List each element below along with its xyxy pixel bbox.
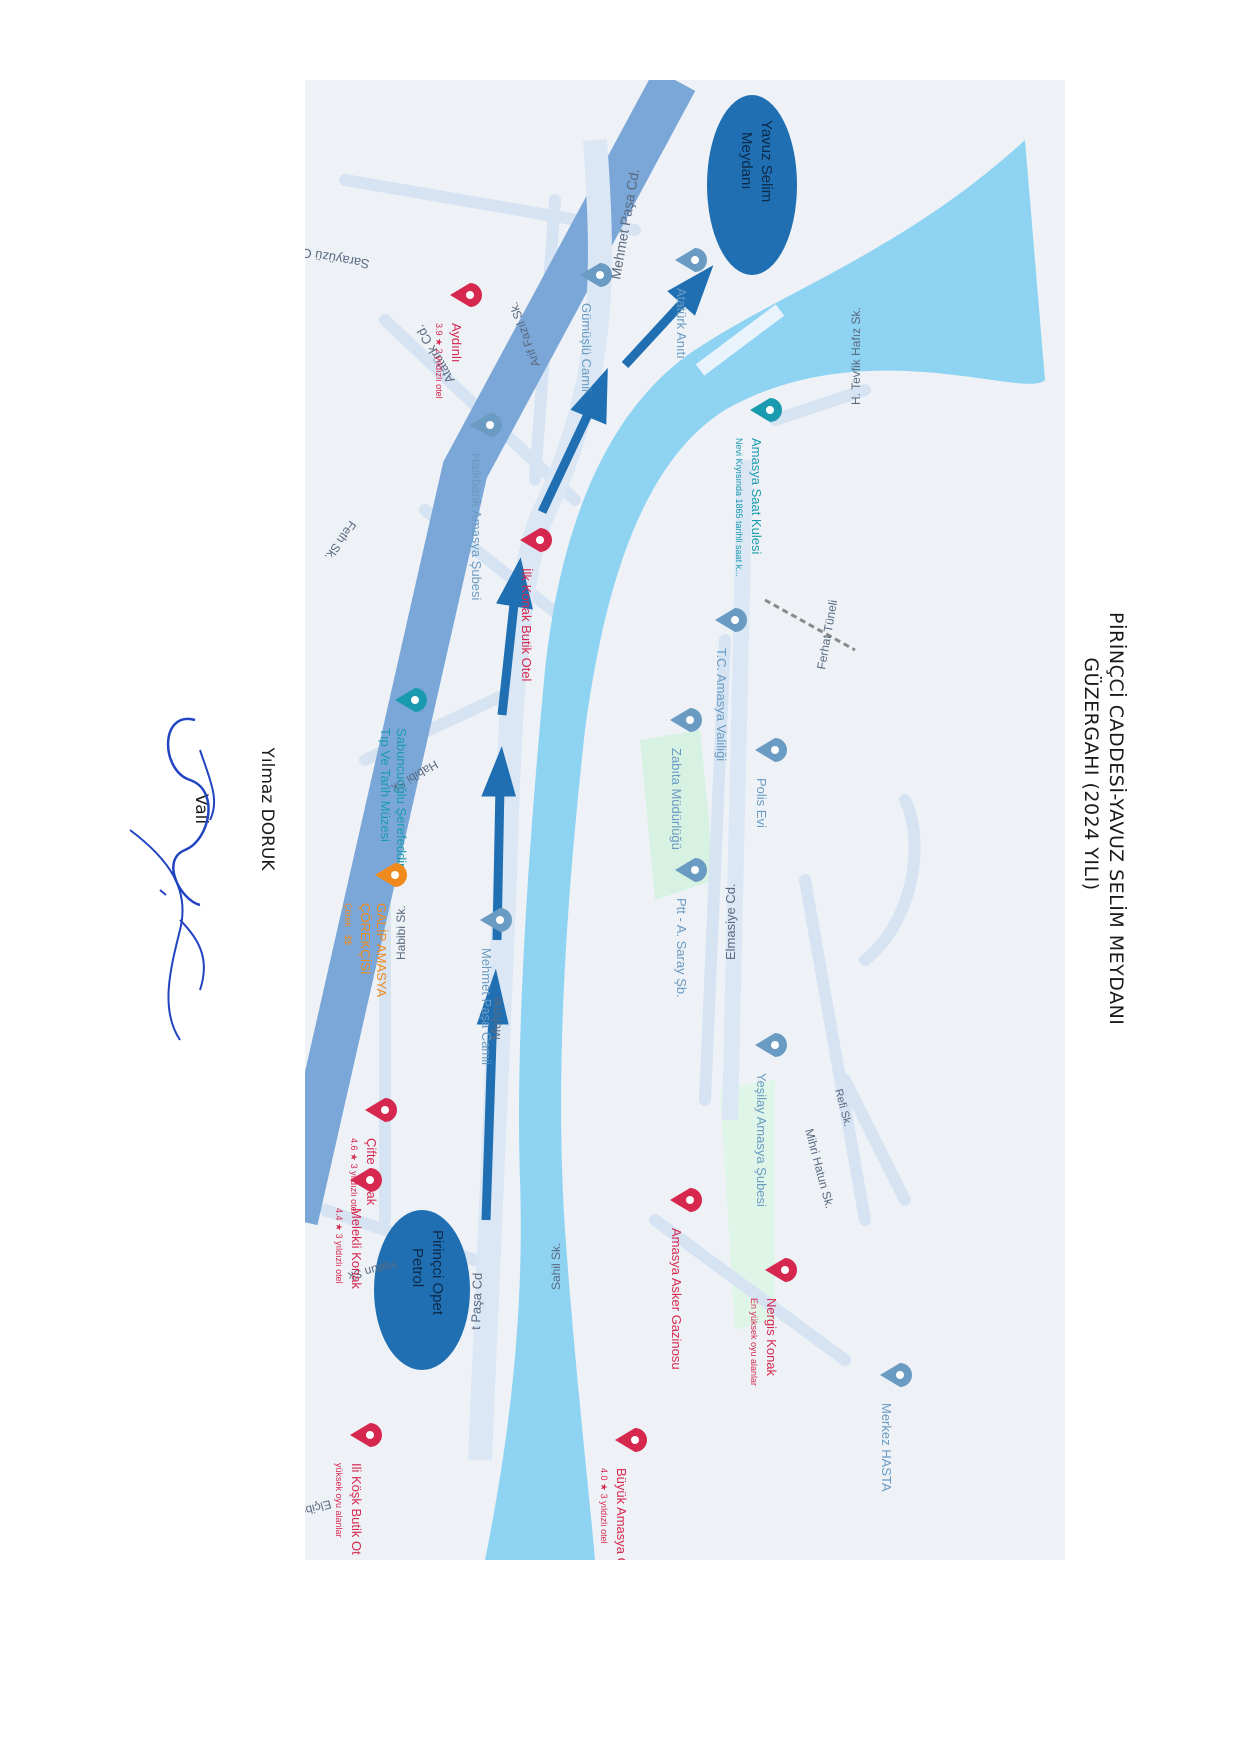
- park-area: [720, 1080, 775, 1330]
- place-note: En yüksek oyu alanlar: [749, 1298, 759, 1386]
- pin-center-icon: [781, 1266, 789, 1274]
- street-label: H. Tevfik Hafız Sk.: [849, 307, 863, 405]
- handwritten-signature: [129, 717, 216, 1041]
- map-pin-poi[interactable]: [675, 248, 707, 272]
- pin-center-icon: [896, 1371, 904, 1379]
- map-pin-poi[interactable]: [880, 1363, 912, 1387]
- place-note: Çörek · $$: [343, 903, 353, 945]
- route-start-marker: [374, 1210, 470, 1370]
- pin-center-icon: [391, 871, 399, 879]
- place-name: Polis Evi: [754, 778, 769, 828]
- map-pin-hotel[interactable]: [350, 1168, 382, 1192]
- map-pin-poi[interactable]: [755, 738, 787, 762]
- place-note: 4.6 ★ 3 yıldızlı otel: [349, 1138, 359, 1214]
- pin-center-icon: [486, 421, 494, 429]
- place-note: 4.0 ★ 3 yıldızlı otel: [599, 1468, 609, 1544]
- map-pin-museum[interactable]: [750, 398, 782, 422]
- pin-center-icon: [691, 256, 699, 264]
- route-start-label-1: Pirinçci Opet: [429, 1230, 446, 1316]
- pin-center-icon: [466, 291, 474, 299]
- place-note: 3.9 ★ 2 yıldızlı otel: [434, 323, 444, 399]
- place-note: Nevi Kıyısında 1865 tarihli saat k...: [734, 438, 744, 577]
- place-name: Büyük Amasya Oteli: [614, 1468, 629, 1560]
- map-pin-museum[interactable]: [395, 688, 427, 712]
- place-name: Yeşilay Amasya Şubesi: [754, 1073, 769, 1207]
- place-name: Ptt - A. Saray Şb.: [674, 898, 689, 998]
- title-line-1: PİRİNÇCİ CADDESİ-YAVUZ SELİM MEYDANI: [1105, 612, 1127, 1026]
- map-pin-hotel[interactable]: [450, 283, 482, 307]
- place-name: Gümüşlü Camii: [579, 303, 594, 392]
- pin-center-icon: [366, 1431, 374, 1439]
- street-label: t Paşa Cd: [468, 1273, 485, 1331]
- place-name-2: Tıp Ve Tarih Müzesi: [378, 728, 393, 842]
- bridge: [695, 304, 785, 376]
- route-start-label-2: Petrol: [409, 1248, 426, 1287]
- place-name: Halkbank Amasya Şubesi: [469, 453, 484, 601]
- place-name: Merkez HASTA: [879, 1403, 894, 1492]
- map-pin-hotel[interactable]: [615, 1428, 647, 1452]
- pin-center-icon: [631, 1436, 639, 1444]
- elmasiye-street: [722, 459, 753, 1121]
- place-name: Sabuncuoğlu Şerefeddin: [394, 728, 409, 870]
- map-pin-poi[interactable]: [715, 608, 747, 632]
- map-canvas: Atatürk Cd.Mehmet Paşa Cd.Mehmet Paşa Cd…: [305, 80, 1065, 1560]
- pin-center-icon: [771, 1041, 779, 1049]
- place-note: yüksek oyu alanlar: [334, 1463, 344, 1538]
- place-name: Melekli Konak: [349, 1208, 364, 1289]
- place-name: Zabıta Müdürlüğü: [669, 748, 684, 850]
- pin-center-icon: [766, 406, 774, 414]
- park-area: [640, 730, 715, 900]
- route-end-label-2: Meydanı: [738, 132, 755, 190]
- pin-center-icon: [536, 536, 544, 544]
- street-label: Mehme: [488, 996, 505, 1040]
- map-pin-poi[interactable]: [670, 708, 702, 732]
- tunnel-line: [764, 598, 856, 652]
- map-pin-poi[interactable]: [470, 413, 502, 437]
- pin-center-icon: [731, 616, 739, 624]
- place-name-2: ÇÖREKÇİSİ: [358, 903, 373, 975]
- pin-center-icon: [381, 1106, 389, 1114]
- street-label: Elmasiye Cd.: [723, 883, 738, 960]
- map-pin-food[interactable]: [375, 863, 407, 887]
- place-name: Nergis Konak: [764, 1298, 779, 1377]
- pin-center-icon: [366, 1176, 374, 1184]
- place-name: Mehmet Paşa Camii: [479, 948, 494, 1065]
- route-end-label-1: Yavuz Selim: [758, 120, 775, 202]
- map-pin-hotel[interactable]: [765, 1258, 797, 1282]
- map-pin-hotel[interactable]: [350, 1423, 382, 1447]
- map-pin-poi[interactable]: [755, 1033, 787, 1057]
- map-pin-hotel[interactable]: [365, 1098, 397, 1122]
- place-name: GALİP AMASYA: [374, 903, 389, 998]
- pin-center-icon: [496, 916, 504, 924]
- place-name: Amasya Asker Gazinosu: [669, 1228, 684, 1370]
- map-pin-poi[interactable]: [480, 908, 512, 932]
- place-note: 4.4 ★ 3 yıldızlı otel: [334, 1208, 344, 1284]
- place-name: İlk Konak Butik Otel: [519, 568, 534, 682]
- map-pin-hotel[interactable]: [670, 1188, 702, 1212]
- signatory-name: Yılmaz DORUK: [257, 747, 277, 871]
- map-pin-poi[interactable]: [580, 263, 612, 287]
- title-line-2: GÜZERGAHI (2024 YILI): [1080, 657, 1102, 891]
- place-name: Atatürk Anıtı: [674, 288, 689, 359]
- place-name: Aydınlı: [449, 323, 464, 363]
- river: [485, 140, 1045, 1560]
- street-label: Sahil Sk.: [549, 1243, 563, 1290]
- pin-center-icon: [771, 746, 779, 754]
- pin-center-icon: [691, 866, 699, 874]
- pin-center-icon: [596, 271, 604, 279]
- pin-center-icon: [686, 1196, 694, 1204]
- map-pin-poi[interactable]: [675, 858, 707, 882]
- street-label: Habibi Sk.: [394, 905, 408, 960]
- place-name: Amasya Saat Kulesi: [749, 438, 764, 554]
- pin-center-icon: [686, 716, 694, 724]
- route-arrows: [476, 265, 714, 1221]
- map-pin-hotel[interactable]: [520, 528, 552, 552]
- pin-center-icon: [411, 696, 419, 704]
- place-name: Ili Köşk Butik Ot: [349, 1463, 364, 1555]
- route-end-marker: [707, 95, 797, 275]
- place-name: T.C. Amasya Valiliği: [714, 648, 729, 761]
